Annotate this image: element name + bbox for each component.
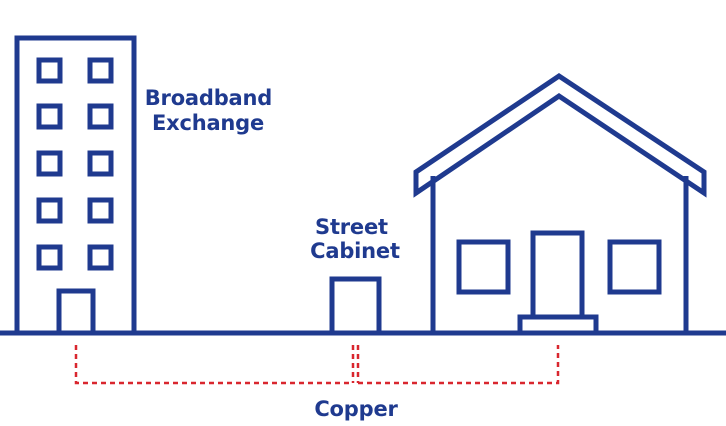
house: [413, 72, 707, 336]
exchange-window: [87, 103, 114, 130]
copper-connection: [74, 345, 560, 385]
exchange-label: Broadband Exchange: [145, 86, 280, 135]
exchange-window: [87, 57, 114, 84]
exchange-window: [36, 150, 63, 177]
house-wall-outline: [430, 176, 689, 336]
exchange-window: [87, 150, 114, 177]
exchange-window: [36, 244, 63, 271]
copper-line-exchange: [74, 345, 353, 385]
house-window-right: [607, 239, 662, 295]
exchange-window: [36, 57, 63, 84]
exchange-label-line2: Exchange: [152, 111, 264, 135]
exchange-door: [56, 288, 96, 336]
exchange-label-line1: Broadband: [145, 86, 272, 110]
house-roof: [413, 72, 707, 198]
copper-label: Copper: [314, 397, 398, 421]
cabinet-label: Street Cabinet: [310, 215, 400, 263]
street-cabinet: [329, 276, 382, 336]
exchange-building: [14, 35, 137, 336]
house-door: [530, 230, 585, 320]
cabinet-label-line2: Cabinet: [310, 239, 400, 263]
copper-line-house: [358, 345, 560, 385]
house-window-left: [456, 239, 511, 295]
exchange-window: [36, 197, 63, 224]
cabinet-label-line1: Street: [315, 215, 388, 239]
exchange-window: [87, 244, 114, 271]
exchange-window: [36, 103, 63, 130]
exchange-window: [87, 197, 114, 224]
